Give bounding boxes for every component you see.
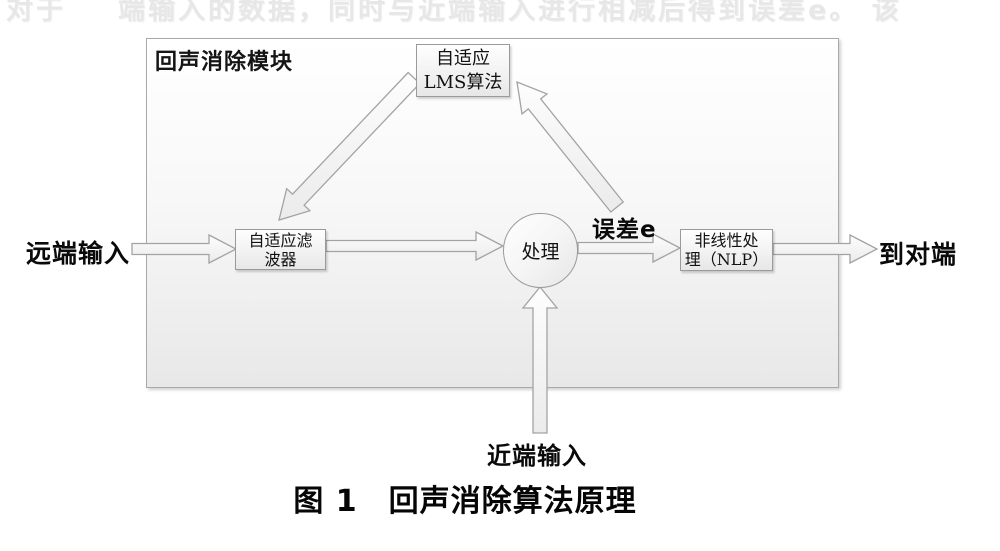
near-end-input-arrow	[521, 285, 559, 434]
to-peer-label: 到对端	[879, 240, 958, 269]
node-processing-circle: 处理	[503, 213, 578, 288]
filter-node-line2: 波器	[264, 249, 297, 269]
error-signal-label: 误差e	[592, 217, 657, 243]
nlp-node-line2: 理（NLP）	[684, 250, 769, 269]
nlp-to-peer-arrow	[772, 233, 879, 265]
lms-node-line1: 自适应	[436, 47, 490, 69]
lms-to-filter-arrow	[278, 71, 421, 221]
far-end-input-label: 远端输入	[26, 239, 131, 268]
clipped-text-fragment-left: 对于	[6, 0, 66, 26]
error-to-lms-arrow	[516, 80, 625, 213]
near-end-input-label: 近端输入	[487, 442, 587, 470]
far-end-input-arrow	[131, 233, 238, 265]
module-title: 回声消除模块	[155, 50, 294, 75]
clipped-text-fragment-main: 端输入的数据，同时与近端输入进行相减后得到误差e。 该	[118, 0, 902, 26]
lms-node-line2: LMS算法	[423, 71, 503, 93]
node-adaptive-lms-algorithm: 自适应 LMS算法	[416, 44, 510, 97]
figure-caption: 图 1 回声消除算法原理	[293, 484, 637, 519]
nlp-node-line1: 非线性处	[694, 231, 759, 250]
process-node-label: 处理	[521, 241, 560, 263]
node-nonlinear-processing: 非线性处 理（NLP）	[680, 229, 773, 271]
filter-to-process-arrow	[325, 230, 505, 262]
process-to-nlp-arrow	[577, 232, 682, 264]
node-adaptive-filter: 自适应滤 波器	[235, 229, 326, 270]
filter-node-line1: 自适应滤	[248, 230, 313, 250]
